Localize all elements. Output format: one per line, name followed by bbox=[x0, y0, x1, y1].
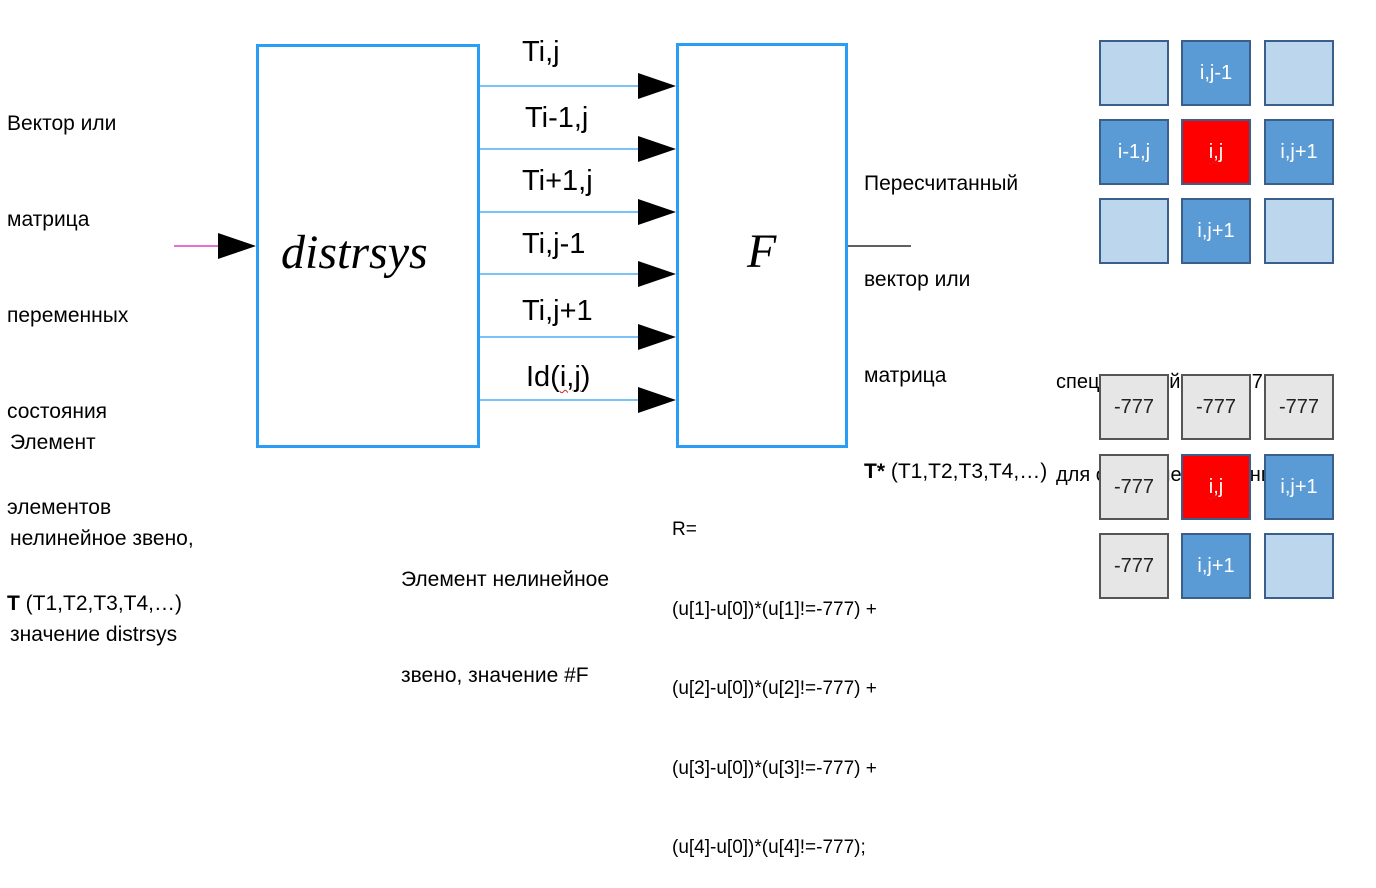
note-line: Элемент нелинейное bbox=[401, 568, 610, 591]
input-label-line: Вектор или bbox=[7, 112, 117, 135]
input-label-elements: (T1,T2,T3,T4,…) bbox=[19, 592, 183, 615]
grid-cell-boundary: -777 bbox=[1264, 374, 1334, 440]
port-label-t-ijm1: Ti,j-1 bbox=[522, 228, 586, 260]
output-label-line: Пересчитанный bbox=[864, 172, 1019, 195]
distrsys-block-label: distrsys bbox=[281, 226, 428, 279]
arrow-icon bbox=[638, 73, 676, 99]
f-block-label: F bbox=[747, 225, 777, 278]
note-line: нелинейное звено, bbox=[10, 527, 194, 550]
arrow-icon bbox=[638, 199, 676, 225]
formula-line: (u[3]-u[0])*(u[3]!=-777) + bbox=[672, 757, 877, 779]
port-label-t-ijp1: Ti,j+1 bbox=[522, 295, 593, 327]
port-label-t-ij: Ti,j bbox=[522, 36, 560, 68]
element-distrsys-note: Элемент нелинейное звено, значение distr… bbox=[10, 363, 194, 683]
grid-cell bbox=[1264, 198, 1334, 264]
arrow-icon bbox=[638, 387, 676, 413]
grid-cell: i,j+1 bbox=[1264, 454, 1334, 520]
formula-line: R= bbox=[672, 519, 697, 540]
arrow-icon bbox=[638, 261, 676, 287]
grid-cell-boundary: -777 bbox=[1181, 374, 1251, 440]
grid-cell: i,j+1 bbox=[1181, 533, 1251, 599]
output-label-symbol: T* bbox=[864, 460, 885, 483]
port-connectors bbox=[480, 73, 676, 413]
grid-cell bbox=[1264, 533, 1334, 599]
formula-line: (u[4]-u[0])*(u[4]!=-777); bbox=[672, 837, 866, 858]
formula-line: (u[2]-u[0])*(u[2]!=-777) + bbox=[672, 678, 877, 699]
grid-cell: i,j+1 bbox=[1264, 119, 1334, 185]
port-label-t-im1j: Ti-1,j bbox=[525, 102, 589, 134]
grid-cell: i-1,j bbox=[1099, 119, 1169, 185]
input-arrow-icon bbox=[218, 233, 256, 259]
grid-cell-center: i,j bbox=[1181, 119, 1251, 185]
arrow-icon bbox=[638, 324, 676, 350]
grid-cell-boundary: -777 bbox=[1099, 454, 1169, 520]
grid-cell-center: i,j bbox=[1181, 454, 1251, 520]
input-label: Вектор или матрица переменных состояния … bbox=[7, 44, 182, 652]
note-line: значение distrsys bbox=[10, 623, 178, 646]
arrow-icon bbox=[638, 136, 676, 162]
grid-cell-boundary: -777 bbox=[1099, 374, 1169, 440]
grid-cell bbox=[1099, 198, 1169, 264]
port-id-index: i,j bbox=[559, 361, 581, 393]
input-label-line: матрица bbox=[7, 208, 90, 231]
grid-cell: i,j-1 bbox=[1181, 40, 1251, 106]
input-label-vector: T (T1,T2,T3,T4,…) bbox=[7, 588, 182, 620]
grid-cell: i,j+1 bbox=[1181, 198, 1251, 264]
port-label-id: Id(i,j) bbox=[526, 360, 590, 394]
input-label-line: переменных bbox=[7, 304, 129, 327]
note-line: звено, значение #F bbox=[401, 664, 589, 687]
element-f-note: Элемент нелинейное звено, значение #F bbox=[401, 500, 609, 724]
grid-cell-boundary: -777 bbox=[1099, 533, 1169, 599]
output-label: Пересчитанный вектор или матрица T* (T1,… bbox=[864, 104, 1047, 520]
distrsys-block[interactable]: distrsys bbox=[256, 44, 480, 448]
grid-cell bbox=[1264, 40, 1334, 106]
f-block[interactable]: F bbox=[676, 43, 848, 448]
output-label-line: вектор или bbox=[864, 268, 971, 291]
formula-line: (u[1]-u[0])*(u[1]!=-777) + bbox=[672, 598, 877, 620]
formula: R= (u[1]-u[0])*(u[1]!=-777) + (u[2]-u[0]… bbox=[672, 464, 877, 888]
note-line: Элемент bbox=[10, 431, 96, 454]
output-label-elements: (T1,T2,T3,T4,…) bbox=[885, 460, 1048, 483]
input-label-line: элементов bbox=[7, 496, 112, 519]
connections bbox=[174, 73, 911, 413]
output-label-vector: T* (T1,T2,T3,T4,…) bbox=[864, 456, 1047, 488]
grid-cell bbox=[1099, 40, 1169, 106]
output-label-line: матрица bbox=[864, 364, 947, 387]
port-label-t-ip1j: Ti+1,j bbox=[522, 165, 593, 197]
port-id-prefix: Id( bbox=[526, 361, 560, 393]
input-label-symbol: T bbox=[7, 592, 20, 615]
port-id-suffix: ) bbox=[580, 361, 591, 393]
input-label-line: состояния bbox=[7, 400, 108, 423]
